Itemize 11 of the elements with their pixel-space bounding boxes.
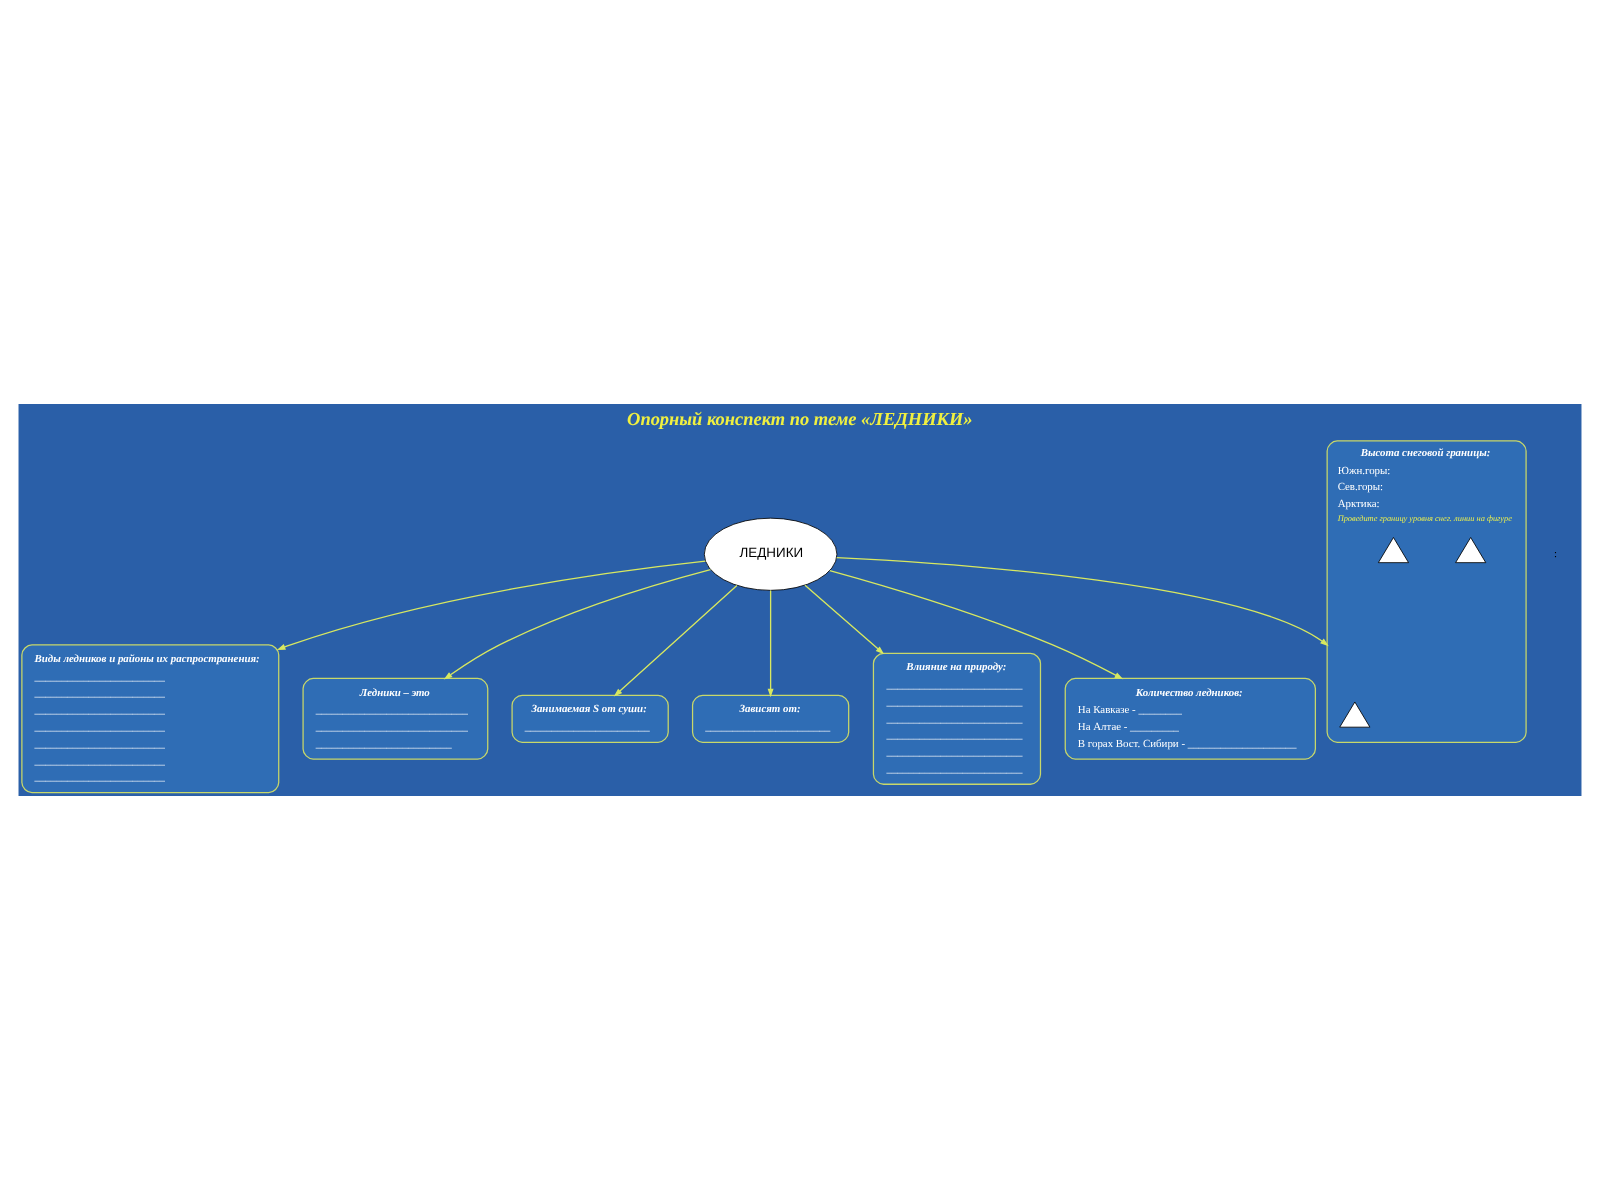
arrow (276, 560, 707, 650)
node-triangle (1377, 537, 1409, 564)
node-triangle (1339, 701, 1371, 728)
arrow (836, 556, 1329, 647)
node-triangle (1455, 537, 1487, 564)
diagram-title: Опорный конспект по теме «ЛЕДНИКИ» (627, 408, 973, 429)
arrow (804, 584, 885, 655)
arrow (829, 569, 1124, 680)
arrow (767, 589, 774, 698)
arrow (613, 584, 738, 697)
arrow (443, 568, 712, 680)
